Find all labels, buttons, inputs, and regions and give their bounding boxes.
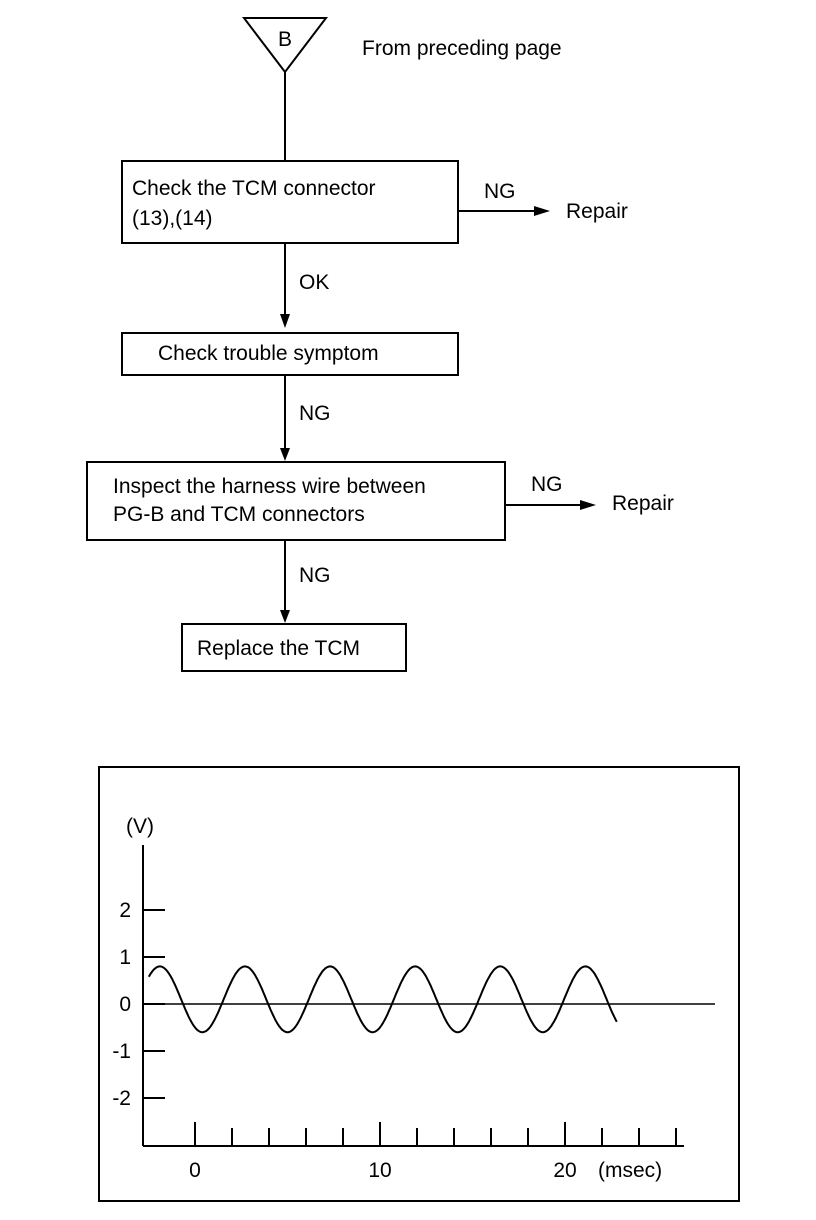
step-inspect-harness-box xyxy=(86,461,506,541)
step-check-symptom-box xyxy=(121,332,459,376)
y-tick-label: -2 xyxy=(112,1087,131,1110)
connector-b-icon xyxy=(241,17,329,74)
x-ticks xyxy=(194,1122,677,1146)
ng-arrowhead-3-icon xyxy=(580,500,596,510)
x-axis-label: (msec) xyxy=(598,1159,662,1182)
ng-label-4: NG xyxy=(299,564,331,587)
step-replace-tcm-line1: Replace the TCM xyxy=(197,637,360,660)
x-tick-label: 0 xyxy=(189,1159,201,1182)
step-inspect-harness-line2: PG-B and TCM connectors xyxy=(113,503,365,526)
step-inspect-harness-line1: Inspect the harness wire between xyxy=(113,475,426,498)
ng-arrowhead-2-icon xyxy=(280,448,290,461)
y-tick-label: 1 xyxy=(119,946,131,969)
step-check-connector-line2: (13),(14) xyxy=(132,207,213,230)
connector-label: B xyxy=(278,28,292,51)
chart-frame xyxy=(98,766,740,1202)
y-ticks xyxy=(143,909,165,1099)
ng-arrowhead-4-icon xyxy=(280,610,290,623)
y-tick-label: 2 xyxy=(119,899,131,922)
flowchart: B From preceding page Check the TCM conn… xyxy=(86,17,674,672)
y-tick-label: 0 xyxy=(119,993,131,1016)
waveform-series-line xyxy=(147,965,618,1034)
step-check-connector-box xyxy=(121,160,459,244)
x-tick-label: 20 xyxy=(553,1159,576,1182)
y-tick-labels: 2 1 0 -1 -2 xyxy=(112,899,131,1110)
step-replace-tcm-box xyxy=(181,623,407,672)
x-tick-label: 10 xyxy=(368,1159,391,1182)
ng-arrowhead-1-icon xyxy=(534,206,550,216)
y-tick-label: -1 xyxy=(112,1040,131,1063)
step-check-connector-line1: Check the TCM connector xyxy=(132,177,376,200)
ng-label-2: NG xyxy=(299,402,331,425)
ng-label-3: NG xyxy=(531,473,563,496)
x-tick-labels: 0 10 20 xyxy=(189,1159,577,1182)
step-check-symptom-line1: Check trouble symptom xyxy=(158,342,379,365)
ng-label-1: NG xyxy=(484,180,516,203)
y-axis-label: (V) xyxy=(126,815,154,838)
ok-arrowhead-icon xyxy=(280,314,290,328)
connector-note: From preceding page xyxy=(362,37,562,60)
repair-label-1: Repair xyxy=(566,200,628,223)
ok-label: OK xyxy=(299,271,329,294)
repair-label-2: Repair xyxy=(612,492,674,515)
